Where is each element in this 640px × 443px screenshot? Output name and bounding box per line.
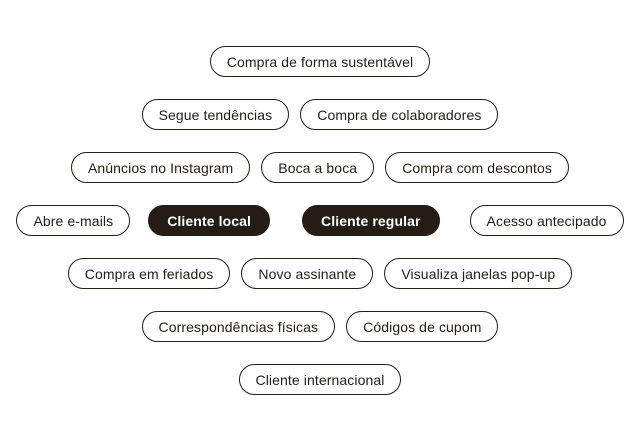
tag-row-7: Cliente internacional	[238, 364, 402, 395]
tag-row-2: Segue tendências Compra de colaboradores	[141, 99, 499, 130]
tag-segue-tendencias[interactable]: Segue tendências	[141, 99, 290, 130]
tag-novo-assinante[interactable]: Novo assinante	[241, 258, 374, 289]
tag-cliente-local[interactable]: Cliente local	[148, 205, 270, 236]
tag-compra-em-feriados[interactable]: Compra em feriados	[67, 258, 231, 289]
tag-row-4: Abre e-mails Cliente local Cliente regul…	[16, 205, 624, 236]
tag-acesso-antecipado[interactable]: Acesso antecipado	[469, 205, 624, 236]
tag-abre-e-mails[interactable]: Abre e-mails	[16, 205, 131, 236]
tag-cliente-internacional[interactable]: Cliente internacional	[238, 364, 402, 395]
tag-correspondencias-fisicas[interactable]: Correspondências físicas	[141, 311, 336, 342]
tag-row-5: Compra em feriados Novo assinante Visual…	[67, 258, 573, 289]
tag-visualiza-janelas-pop-up[interactable]: Visualiza janelas pop-up	[384, 258, 573, 289]
tag-cliente-regular[interactable]: Cliente regular	[302, 205, 440, 236]
tag-row-6: Correspondências físicas Códigos de cupo…	[141, 311, 499, 342]
tag-boca-a-boca[interactable]: Boca a boca	[261, 152, 375, 183]
tag-compra-com-descontos[interactable]: Compra com descontos	[385, 152, 570, 183]
tag-anuncios-no-instagram[interactable]: Anúncios no Instagram	[70, 152, 251, 183]
tag-compra-de-forma-sustentavel[interactable]: Compra de forma sustentável	[209, 46, 431, 77]
tag-compra-de-colaboradores[interactable]: Compra de colaboradores	[300, 99, 499, 130]
tag-row-1: Compra de forma sustentável	[209, 46, 431, 77]
tag-row-3: Anúncios no Instagram Boca a boca Compra…	[70, 152, 570, 183]
tag-codigos-de-cupom[interactable]: Códigos de cupom	[346, 311, 499, 342]
